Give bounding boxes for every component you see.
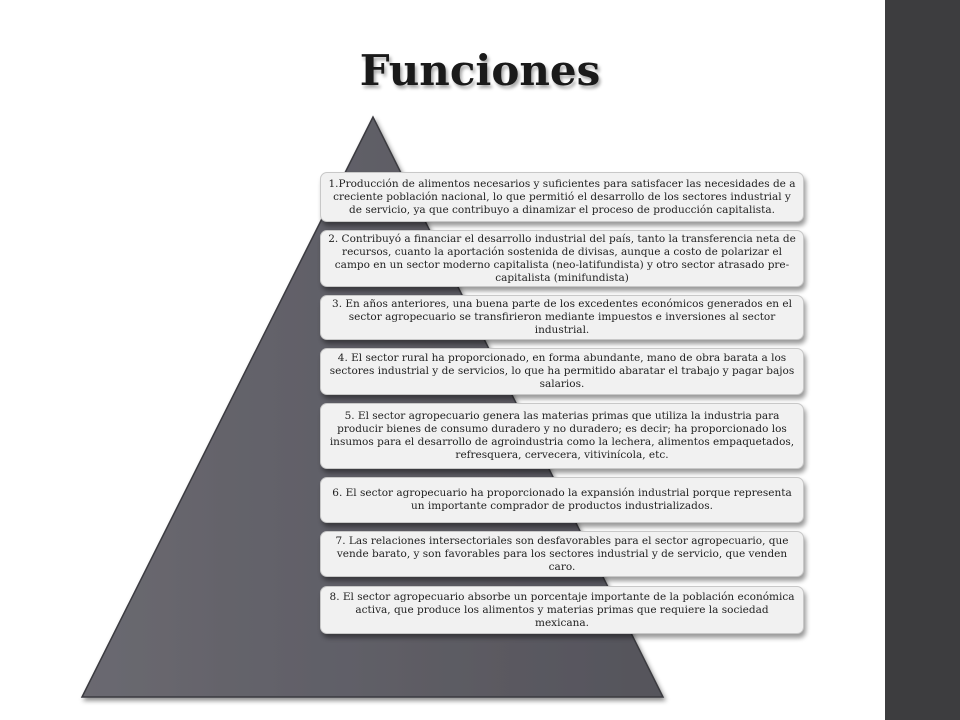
pyramid-item-text: 5. El sector agropecuario genera las mat…	[329, 410, 795, 461]
pyramid-item-3: 3. En años anteriores, una buena parte d…	[320, 295, 804, 340]
pyramid-item-5: 5. El sector agropecuario genera las mat…	[320, 403, 804, 469]
pyramid-item-6: 6. El sector agropecuario ha proporciona…	[320, 477, 804, 523]
pyramid-item-text: 3. En años anteriores, una buena parte d…	[332, 298, 792, 336]
pyramid-item-text: 8. El sector agropecuario absorbe un por…	[329, 590, 795, 629]
right-sidebar	[885, 0, 960, 720]
pyramid-item-8: 8. El sector agropecuario absorbe un por…	[320, 586, 804, 634]
slide-title: Funciones	[359, 46, 601, 95]
pyramid-item-7: 7. Las relaciones intersectoriales son d…	[320, 531, 804, 577]
pyramid-item-4: 4. El sector rural ha proporcionado, en …	[320, 348, 804, 395]
pyramid-item-2: 2. Contribuyó a financiar el desarrollo …	[320, 230, 804, 287]
pyramid-item-text: 2. Contribuyó a financiar el desarrollo …	[328, 232, 796, 284]
pyramid-item-text: 6. El sector agropecuario ha proporciona…	[332, 487, 792, 512]
pyramid-item-text: 7. Las relaciones intersectoriales son d…	[335, 534, 789, 573]
pyramid-item-text: 1.Producción de alimentos necesarios y s…	[328, 177, 796, 216]
pyramid-item-text: 4. El sector rural ha proporcionado, en …	[329, 352, 795, 390]
pyramid-item-1: 1.Producción de alimentos necesarios y s…	[320, 172, 804, 222]
